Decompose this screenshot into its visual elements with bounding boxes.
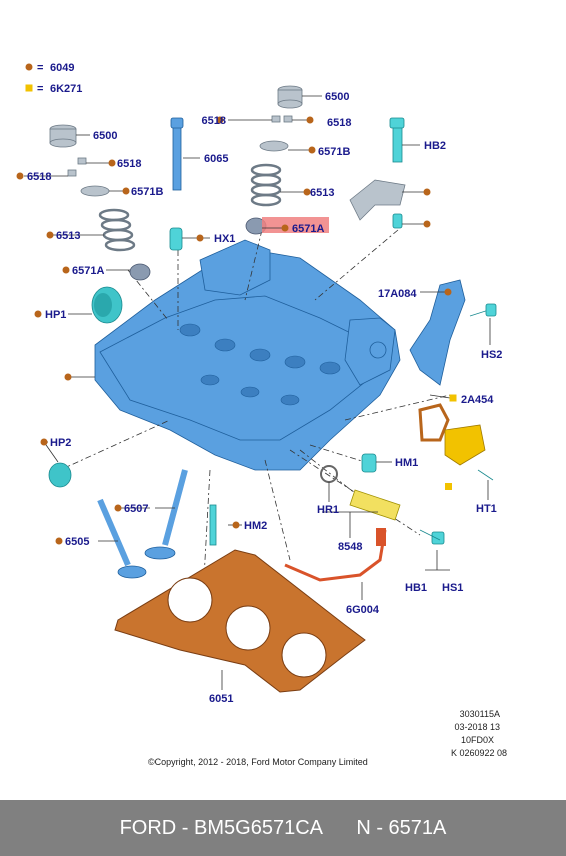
legend-label-6049: 6049 bbox=[50, 62, 74, 74]
highlight-6571A bbox=[262, 217, 329, 233]
copyright-notice: ©Copyright, 2012 - 2018, Ford Motor Comp… bbox=[148, 757, 368, 767]
leader-lines bbox=[24, 95, 491, 690]
label-6505: 6505 bbox=[65, 536, 89, 548]
label-HX1: HX1 bbox=[214, 233, 235, 245]
label-6518-far-left: 6518 bbox=[27, 171, 51, 183]
svg-text:=: = bbox=[37, 83, 43, 95]
valve-parts-left bbox=[49, 124, 151, 281]
label-6500-left: 6500 bbox=[93, 130, 117, 142]
label-HB2: HB2 bbox=[424, 140, 446, 152]
label-6500-top: 6500 bbox=[325, 91, 349, 103]
thermostat-housing bbox=[284, 403, 486, 582]
exploded-parts-diagram: = 6049 = 6K271 bbox=[16, 62, 507, 767]
legend: = 6049 = 6K271 bbox=[25, 62, 82, 95]
fastener-dots bbox=[16, 116, 457, 545]
info-line-1: 3030115A bbox=[460, 709, 500, 719]
label-6513-left: 6513 bbox=[56, 230, 80, 242]
legend-square-marker bbox=[25, 84, 33, 92]
label-HS1: HS1 bbox=[442, 582, 463, 594]
info-line-2: 03-2018 13 bbox=[454, 722, 500, 732]
label-6513-top: 6513 bbox=[310, 187, 334, 199]
label-HM2: HM2 bbox=[244, 520, 267, 532]
legend-circle-marker bbox=[25, 63, 33, 71]
label-HS2: HS2 bbox=[481, 349, 502, 361]
callout-labels: 6500 6518 6518 6571B 6513 6571A 6500 651… bbox=[27, 91, 502, 705]
label-2A454: 2A454 bbox=[461, 394, 494, 406]
label-HP2: HP2 bbox=[50, 437, 71, 449]
label-6571A-left: 6571A bbox=[72, 265, 104, 277]
fasteners bbox=[48, 117, 497, 546]
label-6507: 6507 bbox=[124, 503, 148, 515]
label-HM1: HM1 bbox=[395, 457, 418, 469]
drawing-info-block: 3030115A 03-2018 13 10FD0X K 0260922 08 bbox=[451, 709, 507, 758]
bracket-17A084 bbox=[409, 279, 466, 386]
label-6G004: 6G004 bbox=[346, 604, 380, 616]
label-17A084: 17A084 bbox=[378, 288, 417, 300]
footer-part-number: FORD - BM5G6571CA bbox=[119, 816, 323, 839]
info-line-3: 10FD0X bbox=[461, 735, 494, 745]
label-HT1: HT1 bbox=[476, 503, 497, 515]
valves bbox=[97, 469, 188, 579]
label-6518-top-left: 6518 bbox=[202, 115, 226, 127]
cylinder-head bbox=[94, 239, 401, 471]
label-6571B-left: 6571B bbox=[131, 186, 163, 198]
label-6051: 6051 bbox=[209, 693, 233, 705]
label-6518-top-right: 6518 bbox=[327, 117, 351, 129]
label-HP1: HP1 bbox=[45, 309, 66, 321]
label-6571A-top: 6571A bbox=[292, 223, 324, 235]
part-number-footer: FORD - BM5G6571CA N - 6571A bbox=[0, 800, 566, 856]
legend-label-6K271: 6K271 bbox=[50, 83, 82, 95]
label-HB1: HB1 bbox=[405, 582, 427, 594]
info-line-4: K 0260922 08 bbox=[451, 748, 507, 758]
label-HR1: HR1 bbox=[317, 504, 339, 516]
valve-parts-top bbox=[245, 85, 303, 235]
label-6518-left: 6518 bbox=[117, 158, 141, 170]
label-6571B-top: 6571B bbox=[318, 146, 350, 158]
label-8548: 8548 bbox=[338, 541, 362, 553]
head-gasket bbox=[114, 549, 366, 693]
footer-reference-number: N - 6571A bbox=[356, 816, 447, 839]
svg-text:=: = bbox=[37, 62, 43, 74]
label-6065: 6065 bbox=[204, 153, 228, 165]
